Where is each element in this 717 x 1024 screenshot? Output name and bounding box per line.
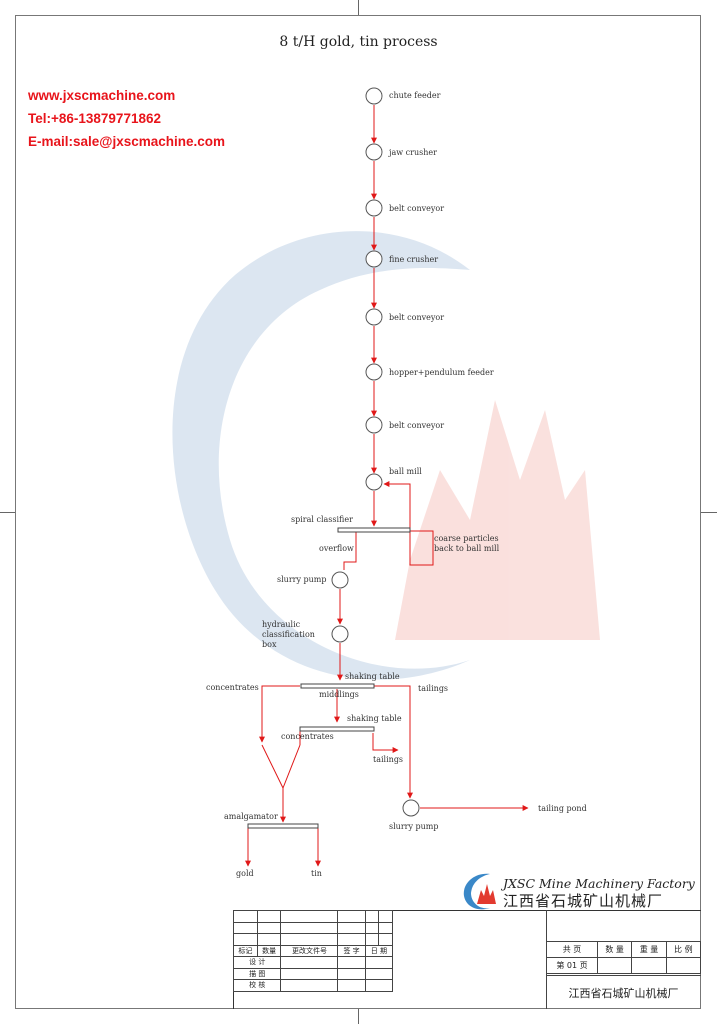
label-concentrates-2: concentrates (281, 732, 334, 741)
amalgamator-bar (247, 823, 319, 829)
belt-conveyor-1-node (365, 199, 383, 217)
label-belt-conveyor-3: belt conveyor (389, 421, 444, 430)
label-coarse-1: coarse particles (434, 534, 499, 543)
quantity-label: 数 量 (596, 941, 633, 958)
label-belt-conveyor-2: belt conveyor (389, 313, 444, 322)
watermark-logo (172, 231, 600, 680)
label-ball-mill: ball mill (389, 467, 422, 476)
page-info-table: 共 页 数 量 重 量 比 例 第 01 页 (546, 941, 702, 974)
label-slurry-pump-2: slurry pump (389, 822, 439, 831)
belt-conveyor-2-node (365, 308, 383, 326)
hdr-change: 更改文件号 (280, 944, 339, 957)
tel-text: Tel:+86-13879771862 (28, 111, 161, 126)
page-title: 8 t/H gold, tin process (279, 34, 438, 50)
label-coarse-2: back to ball mill (434, 544, 500, 553)
chute-feeder-node (365, 87, 383, 105)
label-tailing-pond: tailing pond (538, 804, 587, 813)
hdr-sign: 签 字 (337, 944, 366, 957)
revision-table: 标记 数量 更改文件号 签 字 日 期 设 计 描 图 校 核 (232, 910, 394, 992)
label-shaking-table-2: shaking table (347, 714, 402, 723)
ball-mill-node (365, 473, 383, 491)
bottom-center-tick (358, 1009, 359, 1024)
label-jaw-crusher: jaw crusher (388, 148, 437, 157)
label-hydraulic-2: classification (262, 630, 315, 639)
shaking-table-2-bar (299, 726, 375, 732)
jaw-crusher-node (365, 143, 383, 161)
belt-conveyor-3-node (365, 416, 383, 434)
label-middlings: middlings (319, 690, 359, 699)
hydraulic-box-node (331, 625, 349, 643)
label-fine-crusher: fine crusher (389, 255, 438, 264)
email-text: E-mail:sale@jxscmachine.com (28, 134, 226, 149)
factory-name-cn: 江西省石城矿山机械厂 (503, 892, 664, 910)
shaking-table-1-bar (300, 683, 375, 689)
label-tailings-1: tailings (418, 684, 448, 693)
label-concentrates-1: concentrates (206, 683, 259, 692)
label-shaking-table-1: shaking table (345, 672, 400, 681)
main-flow-line (245, 105, 529, 867)
weight-label: 重 量 (631, 941, 667, 958)
spiral-classifier-bar (337, 527, 411, 533)
fine-crusher-node (365, 250, 383, 268)
row-design: 设 计 (232, 956, 282, 969)
factory-logo (463, 873, 496, 910)
factory-name-en: JXSC Mine Machinery Factory (503, 876, 695, 891)
label-tin: tin (311, 869, 322, 878)
label-tailings-2: tailings (373, 755, 403, 764)
label-belt-conveyor-1: belt conveyor (389, 204, 444, 213)
label-hydraulic-1: hydraulic (262, 620, 301, 629)
drawing-frame (15, 15, 701, 1009)
label-amalgamator: amalgamator (224, 812, 278, 821)
hdr-date: 日 期 (364, 944, 394, 957)
label-gold: gold (236, 869, 254, 878)
row-check: 校 核 (232, 979, 282, 992)
label-chute-feeder: chute feeder (389, 91, 441, 100)
total-pages: 共 页 (546, 941, 598, 958)
hdr-mark: 标记 (233, 944, 258, 957)
label-spiral-classifier: spiral classifier (291, 515, 353, 524)
hdr-qty: 数量 (256, 944, 282, 957)
label-hopper-feeder: hopper+pendulum feeder (389, 368, 494, 377)
slurry-pump-1-node (331, 571, 349, 589)
scale-label: 比 例 (665, 941, 702, 958)
website-text: www.jxscmachine.com (28, 88, 176, 103)
label-hydraulic-3: box (262, 640, 277, 649)
label-overflow: overflow (319, 544, 354, 553)
left-center-tick (0, 512, 15, 513)
slurry-pump-2-node (402, 799, 420, 817)
row-drawing: 描 图 (232, 967, 282, 980)
top-center-tick (358, 0, 359, 15)
label-slurry-pump-1: slurry pump (277, 575, 327, 584)
title-block-factory: 江西省石城矿山机械厂 (546, 975, 701, 1009)
hopper-feeder-node (365, 363, 383, 381)
page-number: 第 01 页 (546, 957, 598, 974)
right-center-tick (701, 512, 717, 513)
